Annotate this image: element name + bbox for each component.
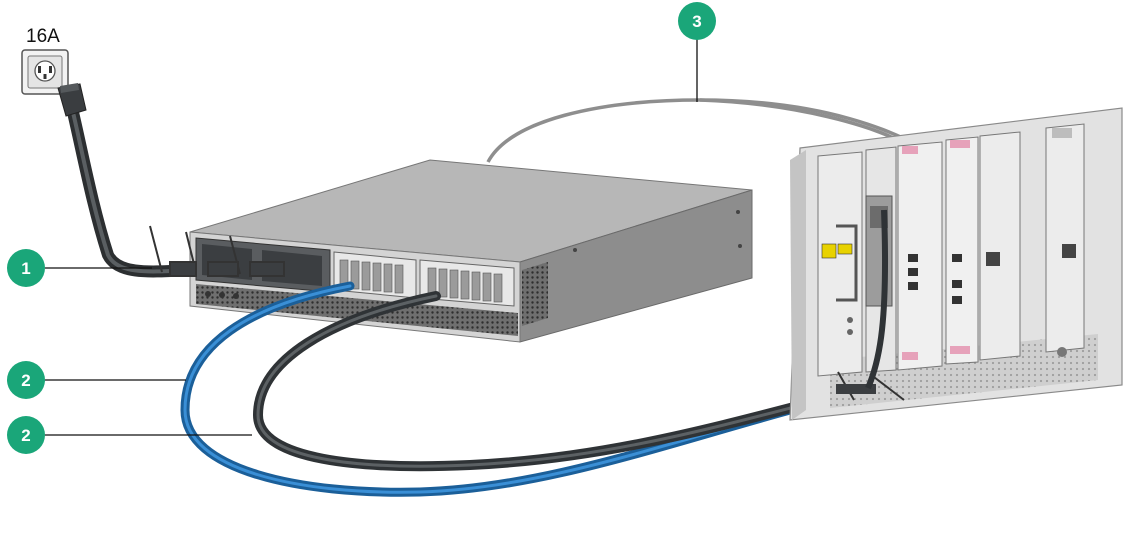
server-chassis: [189, 159, 753, 343]
callout-1: 1: [7, 249, 45, 287]
power-cord: [57, 83, 196, 278]
switch-chassis: [789, 107, 1123, 421]
cord-retainer-clip: [149, 225, 285, 277]
leader-lines: [45, 38, 698, 436]
terminal-block-left: [339, 259, 404, 294]
blue-cable: [180, 281, 865, 497]
dark-cable-riser: [865, 209, 889, 390]
callout-1-number: 1: [21, 259, 30, 278]
dark-cable: [252, 291, 873, 472]
outlet-rating-label: 16A: [26, 26, 60, 47]
callout-3: 3: [678, 2, 716, 40]
terminal-block-right: [427, 267, 503, 303]
callout-2-blue: 2: [7, 361, 45, 399]
callout-3-number: 3: [692, 12, 701, 31]
callout-2-dark-number: 2: [21, 426, 30, 445]
power-outlet: 16A: [21, 26, 69, 95]
callout-2-dark: 2: [7, 416, 45, 454]
callout-2-blue-number: 2: [21, 371, 30, 390]
